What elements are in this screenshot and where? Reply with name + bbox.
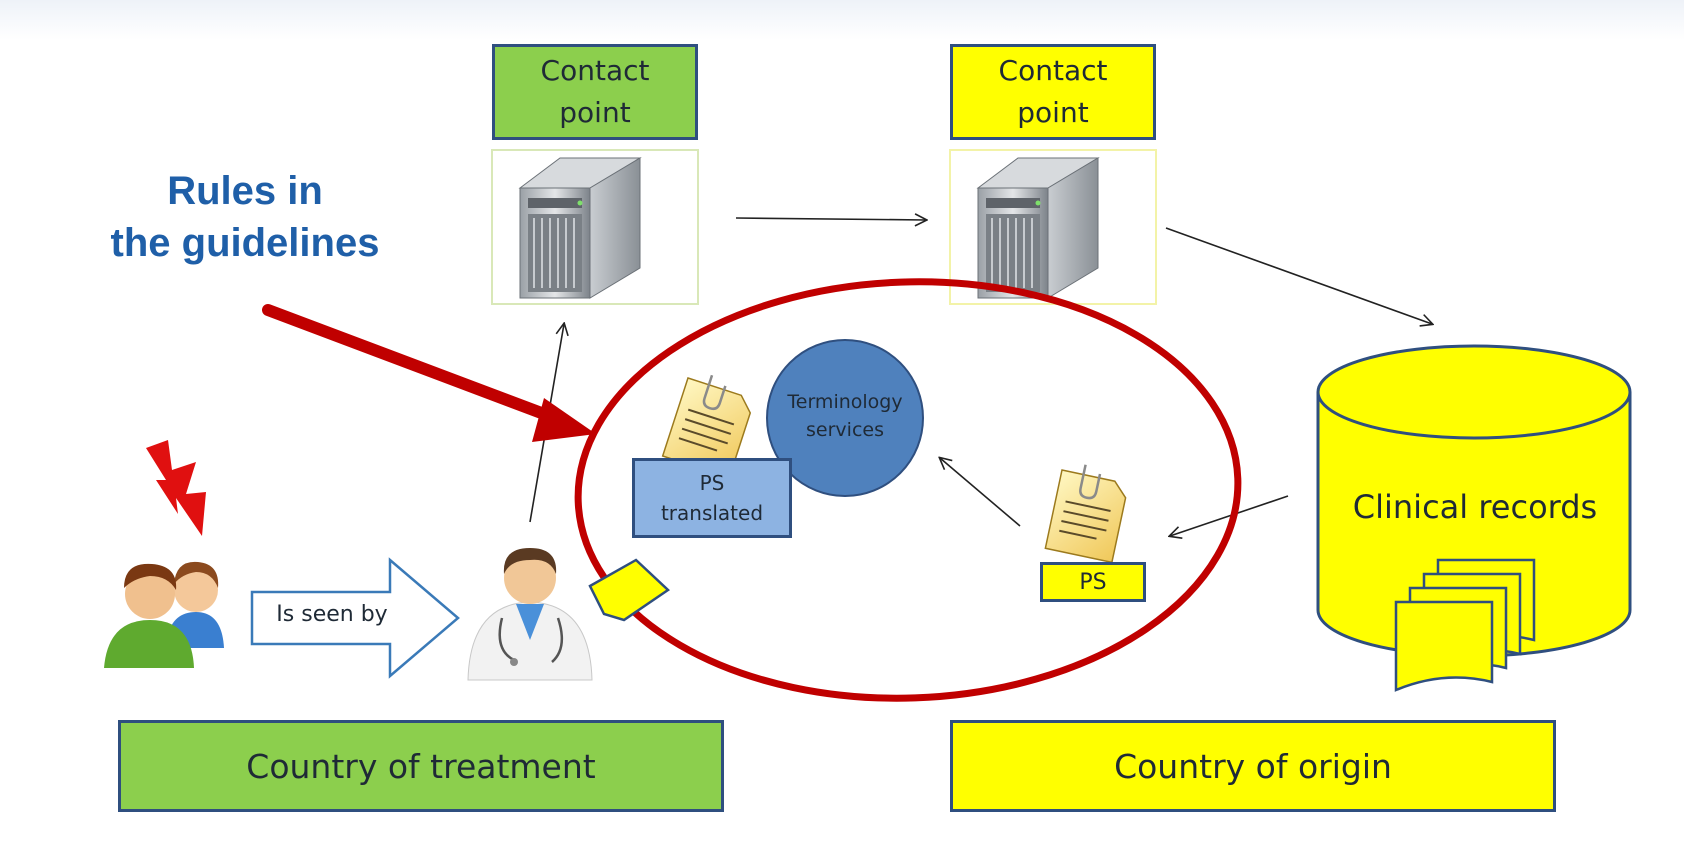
server-icon [976,157,1100,299]
ps-translated-line2: translated [660,501,764,525]
server-icon [518,157,642,299]
arrow-contact-to-contact [735,218,926,220]
country-of-origin-box: Country of origin [950,720,1556,812]
contact-point-treatment-line2: point [559,96,631,129]
ps-label: PS [1079,569,1107,595]
translation-tag-shape [588,558,670,622]
country-of-origin-label: Country of origin [1114,746,1392,786]
terminology-services-line1: Terminology [787,391,903,413]
contact-point-origin-line1: Contact [998,54,1108,87]
clinical-records-label: Clinical records [1352,488,1598,526]
arrow-contact-to-records [1165,227,1432,324]
guidelines-title-line1: Rules in [167,169,323,213]
guidelines-title: Rules in the guidelines [80,165,410,269]
country-of-treatment-label: Country of treatment [246,746,596,786]
red-pointer-arrow [262,304,596,442]
document-icon [661,374,752,479]
contact-point-treatment-line1: Contact [540,54,650,87]
ps-box: PS [1040,562,1146,602]
is-seen-by-arrow [250,557,460,679]
pages-stack-icon [1394,558,1536,692]
arrow-records-to-ps [1170,495,1289,536]
contact-point-origin-line2: point [1017,96,1089,129]
contact-point-origin: Contact point [950,44,1156,140]
ps-translated-box: PS translated [632,458,792,538]
country-of-treatment-box: Country of treatment [118,720,724,812]
terminology-services-circle [766,339,924,497]
doctor-icon [467,548,593,681]
patients-icon [104,561,224,668]
lightning-icon [146,440,206,536]
ps-translated-line1: PS [699,471,725,495]
terminology-services-label: Terminology services [767,388,923,444]
highlight-ellipse [574,278,1242,702]
terminology-services-line2: services [806,419,884,441]
document-icon [1044,464,1127,564]
contact-point-treatment: Contact point [492,44,698,140]
arrow-ps-to-terminology [940,458,1021,527]
is-seen-by-label: Is seen by [276,602,388,627]
guidelines-title-line2: the guidelines [110,221,380,265]
